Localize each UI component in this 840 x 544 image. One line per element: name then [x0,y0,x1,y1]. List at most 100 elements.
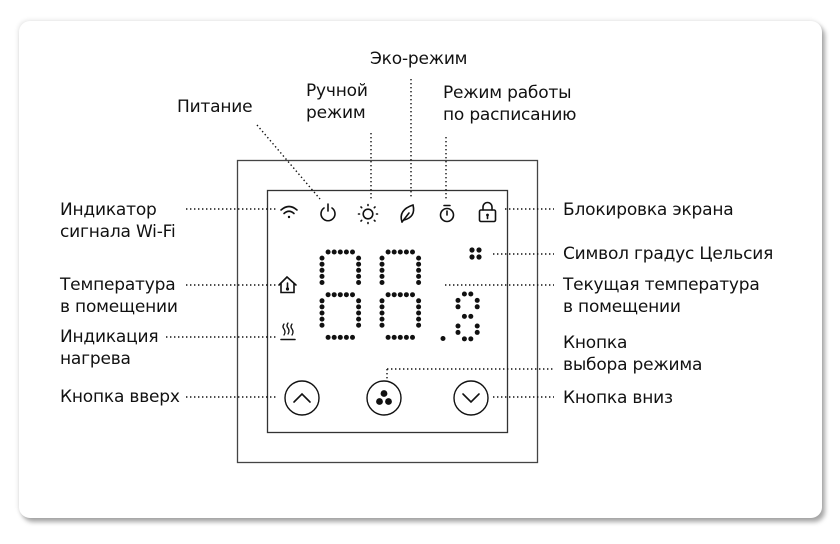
digit-1-dot [356,316,362,322]
digit-1-dot [350,249,355,255]
thermostat-outer-frame [236,159,539,464]
digit-2-dot [385,249,391,255]
up-button[interactable] [284,380,320,416]
digit-1-dot [319,322,325,328]
digit-2-dot [397,334,403,340]
house-thermometer-icon [278,275,297,294]
digit-1-dot [319,316,325,322]
leader-lines [166,79,554,398]
digit-2-dot [416,304,422,310]
celsius-symbol-dot [476,247,482,253]
digit-decimal-dot [468,336,474,342]
thermostat-screen [266,189,509,434]
digit-2-dot [385,292,391,298]
lock-icon [478,201,497,223]
digit-1-dot [343,334,349,340]
label-power: Питание [177,97,253,117]
leaf-icon [400,203,415,223]
digit-decimal-dot [455,297,461,303]
digit-2-dot [416,322,422,328]
wifi-icon [280,205,298,219]
label-lock: Блокировка экрана [563,200,734,220]
digit-decimal-dot [455,323,461,329]
digit-1-dot [319,261,325,267]
digit-2-dot [379,255,385,261]
digit-2-dot [416,261,422,267]
digit-2-dot [416,298,422,304]
digit-1-dot [337,292,343,298]
mode-button[interactable] [366,380,402,416]
digit-2-dot [403,292,409,298]
timer-icon [439,204,455,223]
digit-2-dot [379,316,385,322]
digit-decimal-dot [468,291,474,297]
digit-2-dot [379,273,385,279]
label-up-button: Кнопка вверх [60,387,180,407]
digit-1-dot [325,292,331,298]
digit-2-dot [391,292,397,298]
digit-1-dot [319,273,325,279]
digit-1-dot [319,298,325,304]
digit-1-dot [356,255,362,261]
label-down-button: Кнопка вниз [563,388,673,408]
leader-power [256,124,321,200]
digit-decimal-dot [474,329,480,335]
digit-1-dot [356,280,362,285]
digit-2-dot [403,334,409,340]
digit-1-dot [356,267,362,273]
digit-decimal-dot [474,323,480,329]
digit-decimal-dot [461,336,467,342]
digit-1-dot [356,310,362,316]
digit-decimal-dot [455,304,461,310]
decimal-point [440,336,446,341]
digit-1-dot [337,249,343,255]
digit-decimal-dot [468,313,474,319]
digit-2-dot [391,334,397,340]
digit-1-dot [350,334,355,340]
digit-2-dot [379,280,385,285]
power-icon [320,203,336,222]
digit-2-dot [403,249,409,255]
chevron-down-icon [462,393,480,404]
digit-1-dot [325,334,331,340]
mode-dots-icon [376,390,392,405]
digit-2-dot [385,334,391,340]
digit-1-dot [319,304,325,310]
digit-1-dot [356,298,362,304]
digit-decimal-dot [474,297,480,303]
digit-2-dot [379,267,385,273]
down-button[interactable] [453,380,489,416]
digit-1-dot [356,322,362,328]
celsius-symbol-dot [469,254,475,260]
digit-2-dot [379,298,385,304]
digit-1-dot [331,334,337,340]
digit-1-dot [319,267,325,273]
digit-1-dot [356,304,362,310]
digit-2-dot [410,292,415,298]
digit-2-dot [397,249,403,255]
heat-icon [280,322,296,341]
digit-2-dot [391,249,397,255]
label-celsius: Символ градус Цельсия [563,244,774,264]
digit-2-dot [416,280,422,285]
digit-2-dot [379,261,385,267]
digit-1-dot [343,249,349,255]
celsius-symbol-dot [469,247,475,253]
digit-1-dot [356,261,362,267]
digit-2-dot [379,310,385,316]
digit-2-dot [416,255,422,261]
digit-1-dot [356,273,362,279]
temperature-display [319,247,482,342]
digit-1-dot [331,292,337,298]
digit-2-dot [379,322,385,328]
digit-2-dot [397,292,403,298]
digit-2-dot [410,334,415,340]
digit-2-dot [379,304,385,310]
label-eco-mode: Эко-режим [370,49,468,69]
